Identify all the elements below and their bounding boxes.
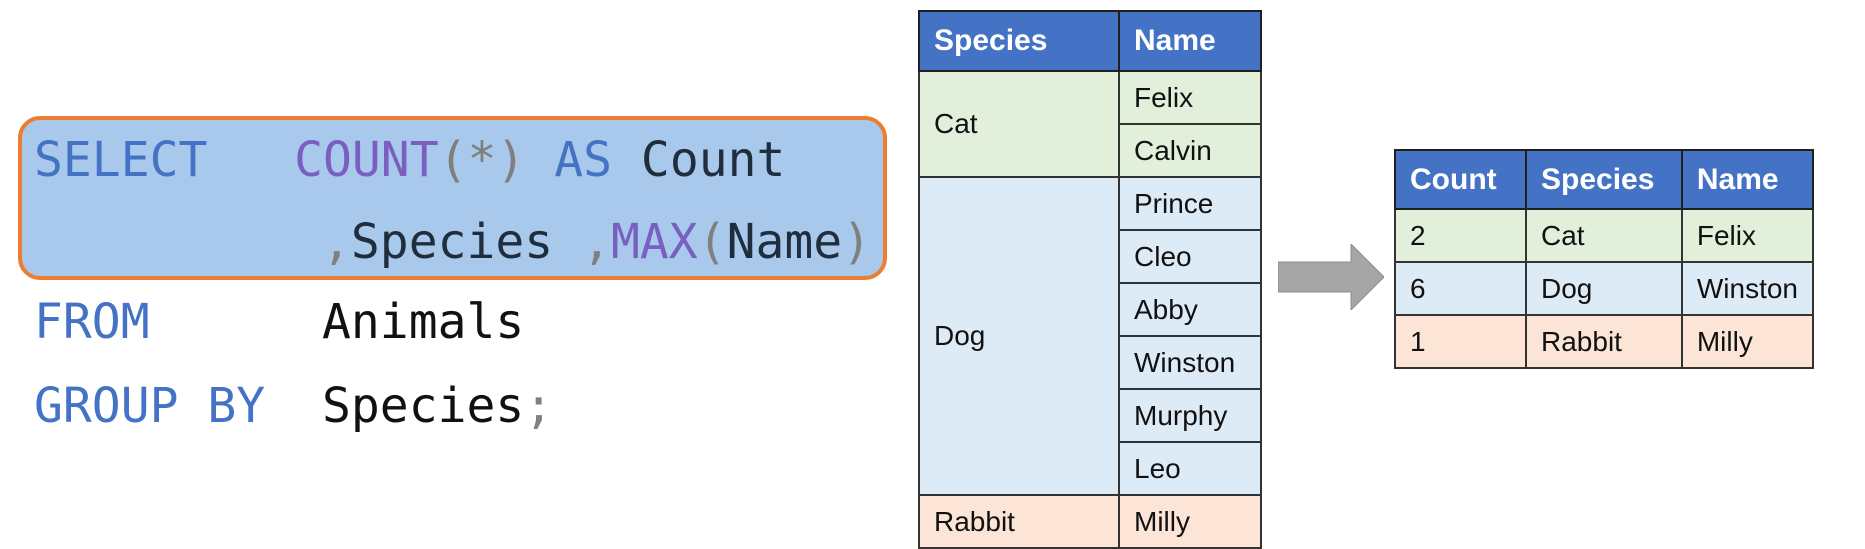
select-clause-highlight — [18, 116, 887, 280]
comma: , — [322, 214, 351, 270]
count-function: COUNT — [294, 132, 439, 188]
name-cell: Murphy — [1118, 388, 1262, 443]
species-column: Species — [350, 214, 554, 270]
table-row: Dog Prince — [918, 176, 1262, 496]
from-keyword: FROM — [34, 294, 150, 350]
paren-open: ( — [697, 214, 727, 270]
table-row: Cat Felix — [918, 70, 1262, 178]
species-cell: Dog — [918, 176, 1120, 496]
sql-line-from: FROM — [34, 292, 150, 352]
table-row: Rabbit Milly — [918, 494, 1262, 549]
paren-close: ) — [842, 214, 872, 270]
name-cell: Cleo — [1118, 229, 1262, 284]
name-cell: Felix — [1680, 208, 1815, 263]
sql-line-group-by: GROUP BY — [34, 376, 265, 436]
star: * — [467, 132, 497, 188]
name-cell: Milly — [1680, 314, 1815, 369]
name-cell: Felix — [1118, 70, 1262, 125]
as-keyword: AS — [554, 132, 613, 188]
count-cell: 2 — [1394, 208, 1527, 263]
result-header-row: Count Species Name — [1394, 149, 1815, 210]
name-cell: Abby — [1118, 282, 1262, 337]
sql-line-select: SELECT COUNT(*) AS Count — [34, 130, 785, 190]
count-cell: 6 — [1394, 261, 1527, 316]
header-count: Count — [1394, 149, 1527, 210]
name-cell: Prince — [1118, 176, 1262, 231]
paren-open: ( — [438, 132, 468, 188]
comma: , — [553, 214, 611, 270]
name-cell: Calvin — [1118, 123, 1262, 178]
species-cell: Rabbit — [918, 494, 1120, 549]
species-cell: Rabbit — [1525, 314, 1683, 369]
select-keyword: SELECT — [34, 132, 208, 188]
header-species: Species — [1525, 149, 1683, 210]
header-species: Species — [918, 10, 1120, 72]
group-by-keyword: GROUP BY — [34, 378, 266, 434]
name-cell: Winston — [1680, 261, 1815, 316]
count-cell: 1 — [1394, 314, 1527, 369]
result-table: Count Species Name 2 Cat Felix 6 Dog Win… — [1394, 149, 1815, 369]
table-row: 6 Dog Winston — [1394, 261, 1815, 316]
species-cell: Dog — [1525, 261, 1683, 316]
header-name: Name — [1118, 10, 1262, 72]
group-by-column: Species — [322, 378, 525, 434]
table-row: 2 Cat Felix — [1394, 208, 1815, 263]
sql-line-columns: ,Species ,MAX(Name) — [322, 212, 871, 272]
header-name: Name — [1680, 149, 1815, 210]
semicolon: ; — [524, 378, 554, 434]
table-row: 1 Rabbit Milly — [1394, 314, 1815, 369]
source-table: Species Name Cat Felix Calvin Dog Prince… — [918, 10, 1262, 549]
name-cell: Milly — [1118, 494, 1262, 549]
count-alias: Count — [640, 132, 786, 188]
paren-close: ) — [496, 132, 526, 188]
species-cell: Cat — [1525, 208, 1683, 263]
max-function: MAX — [611, 214, 698, 270]
name-column: Name — [726, 214, 843, 270]
name-cell: Winston — [1118, 335, 1262, 390]
table-name: Animals — [322, 294, 525, 350]
species-cell: Cat — [918, 70, 1120, 178]
source-header-row: Species Name — [918, 10, 1262, 72]
right-arrow-icon — [1278, 244, 1384, 310]
group-by-column-line: Species; — [322, 376, 553, 436]
name-cell: Leo — [1118, 441, 1262, 496]
